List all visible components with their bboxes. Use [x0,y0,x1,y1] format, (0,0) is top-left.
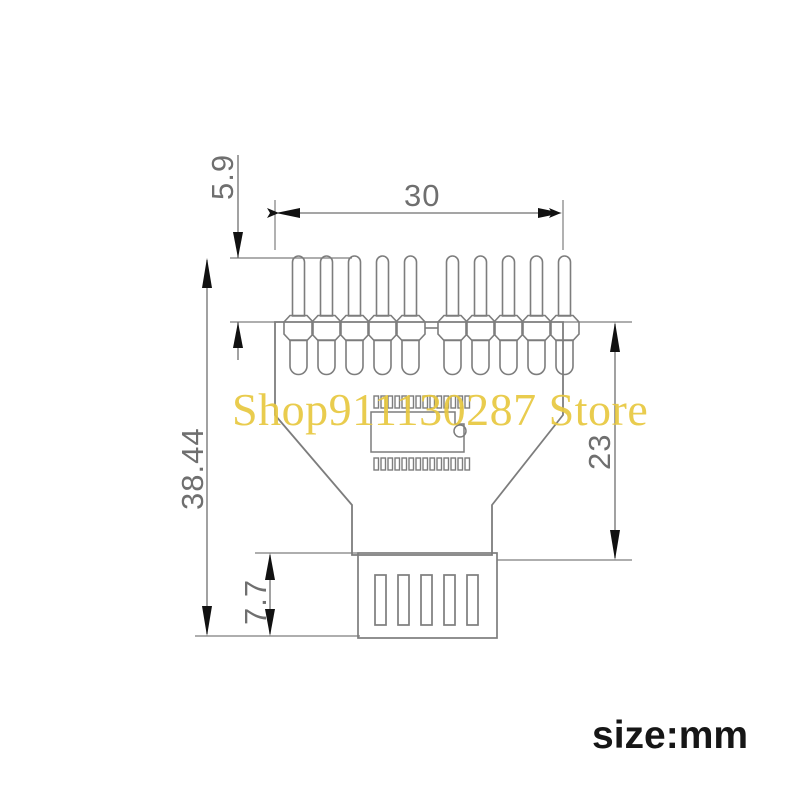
header-pin [549,255,580,376]
connector-contacts [374,574,479,626]
pin-header-right-group [437,255,580,376]
dimension-line-30 [267,208,562,218]
extension-lines [195,200,632,637]
connector-shell [357,552,498,639]
ic-pin1-marker [453,424,467,438]
dimension-line-23 [610,322,620,560]
dimension-label-30: 30 [404,178,441,213]
header-pin [521,255,552,376]
unit-label: size:mm [592,714,749,757]
dimension-label-5-9: 5.9 [205,153,240,200]
ic-chip [370,411,467,453]
header-pin [465,255,496,376]
header-pin [437,255,468,376]
pcb-board-outline [274,321,564,556]
watermark-text: Shop911130287 Store [232,384,649,435]
header-pin [395,255,426,376]
ic-top-pads [373,395,471,409]
dimension-line-38-44 [202,258,212,636]
dimension-label-23: 23 [582,433,617,470]
pin-header-left-group [283,255,426,376]
ic-bottom-pads [373,457,471,471]
dimension-line-7-7 [265,553,275,636]
dimension-label-7-7: 7.7 [238,578,273,625]
header-pin [493,255,524,376]
header-pin [311,255,342,376]
dimension-label-38-44: 38.44 [175,427,210,510]
bottom-connector [357,552,498,639]
header-pin [283,255,314,376]
header-pin [339,255,370,376]
header-pin [367,255,398,376]
dimension-line-5-9 [233,155,243,360]
